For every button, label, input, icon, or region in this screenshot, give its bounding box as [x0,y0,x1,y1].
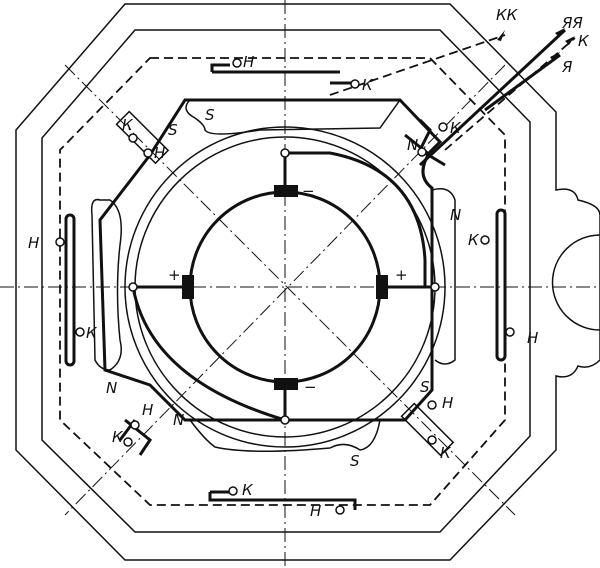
brush-polarity-left: + [168,266,181,284]
pole-n-right [431,188,456,365]
coil-label: Н [527,329,538,347]
pole-label: S [168,121,178,139]
brush-lead-left [131,285,286,422]
coil-br [400,402,455,457]
terminal-label-kk: КК [496,6,519,24]
frame-bump [551,234,600,331]
coil-label: К [242,481,254,499]
brush-bottom [274,378,298,390]
coil-tl [115,110,170,165]
pole-label: N [450,206,461,224]
stator-circle-outer [124,126,446,448]
frame-inner [41,29,531,533]
coil-label: К [112,428,124,446]
pole-label: N [106,379,117,397]
lead-ya [484,53,561,112]
coil-label: К [468,231,480,249]
brush-right [376,275,388,299]
coil-top [210,63,355,85]
brush-polarity-top: − [302,182,315,200]
coil-bottom [208,490,357,510]
coil-label: Н [243,53,254,71]
coil-terminals [55,58,515,515]
pole-s-bottom [189,419,381,453]
brush-polarity-right: + [395,266,408,284]
pole-s-top [185,99,401,135]
pole-label: S [350,452,360,470]
coil-left [64,213,76,367]
coil-label: К [122,116,134,134]
terminal-label-k: К [578,32,590,50]
pole-n-left [90,198,122,371]
brush-lead-bottom [283,390,400,422]
pole-label: N [407,136,418,154]
pole-label: S [205,106,215,124]
coil-label: К [362,76,374,94]
brush-lead-top [283,151,427,287]
pole-label: N [173,411,184,429]
pole-bore [98,98,443,422]
pole-label: S [420,378,430,396]
coil-label: Н [142,401,153,419]
brush-left [182,275,194,299]
terminal-label-ya: Я [561,58,573,76]
coil-label: К [440,444,452,462]
axis-diagonal-2 [64,64,506,516]
coil-label: К [86,324,98,342]
coil-label: Н [28,234,39,252]
coil-label: Н [154,144,165,162]
terminal-label-yaya: ЯЯ [561,14,583,32]
coil-label: Н [442,394,453,412]
axis-diagonal-1 [64,64,516,516]
brush-polarity-bottom: − [304,378,317,396]
coil-right [495,208,507,362]
lead-yaya [418,28,567,167]
frame-outer [15,3,600,561]
brush-top [274,185,298,197]
coil-label: К [450,119,462,137]
coil-label: Н [310,502,321,520]
frame-dashed-bus [59,57,506,506]
